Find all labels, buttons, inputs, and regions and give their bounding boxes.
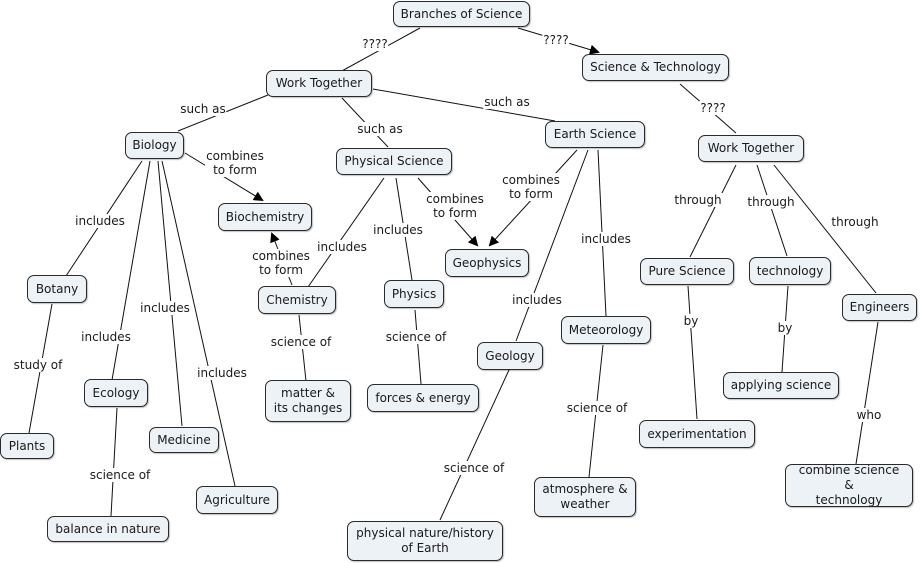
node-physical-science[interactable]: Physical Science [336, 148, 452, 175]
link-label: includes [196, 366, 248, 380]
link-label: includes [74, 214, 126, 228]
edge [372, 88, 556, 122]
link-label: through [673, 193, 723, 207]
edge [307, 177, 385, 288]
node-engineers[interactable]: Engineers [842, 294, 917, 321]
link-label: ???? [542, 33, 570, 47]
link-label: includes [80, 330, 132, 344]
link-label: science of [384, 330, 448, 344]
edge [111, 160, 151, 381]
link-label: includes [372, 223, 424, 237]
node-geophysics[interactable]: Geophysics [445, 249, 529, 277]
node-meteorology[interactable]: Meteorology [561, 316, 651, 344]
node-matter-changes[interactable]: matter & its changes [265, 380, 351, 422]
edge [687, 285, 698, 420]
node-chemistry[interactable]: Chemistry [258, 286, 336, 314]
link-label: includes [139, 301, 191, 315]
edge [439, 369, 510, 521]
node-botany[interactable]: Botany [27, 275, 87, 303]
link-label: by [776, 321, 794, 335]
link-label: study of [12, 358, 64, 372]
link-label: includes [511, 293, 563, 307]
node-physical-nature-history[interactable]: physical nature/history of Earth [347, 521, 503, 561]
node-balance-in-nature[interactable]: balance in nature [47, 516, 169, 542]
link-label: ???? [699, 101, 727, 115]
link-label: includes [580, 232, 632, 246]
node-experimentation[interactable]: experimentation [639, 420, 755, 448]
node-applying-science[interactable]: applying science [723, 372, 839, 399]
node-plants[interactable]: Plants [0, 433, 54, 459]
link-label: such as [356, 122, 404, 136]
node-science-technology[interactable]: Science & Technology [582, 54, 729, 81]
node-work-together-left[interactable]: Work Together [266, 70, 372, 97]
node-combine-science-technology[interactable]: combine science & technology [785, 463, 913, 507]
node-work-together-right[interactable]: Work Together [698, 135, 804, 162]
node-ecology[interactable]: Ecology [84, 379, 148, 407]
edge [414, 309, 422, 385]
node-medicine[interactable]: Medicine [149, 427, 219, 453]
edge [773, 164, 877, 294]
node-earth-science[interactable]: Earth Science [545, 121, 645, 148]
node-forces-energy[interactable]: forces & energy [367, 384, 479, 412]
node-atmosphere-weather[interactable]: atmosphere & weather [534, 477, 636, 517]
link-label: science of [565, 401, 629, 415]
edge [161, 160, 236, 487]
node-pure-science[interactable]: Pure Science [640, 258, 734, 285]
node-agriculture[interactable]: Agriculture [196, 486, 278, 514]
link-label: combines to form [425, 192, 485, 220]
link-label: includes [316, 240, 368, 254]
link-label: such as [179, 102, 227, 116]
link-label: combines to form [501, 173, 561, 201]
link-label: combines to form [205, 149, 265, 177]
link-label: science of [442, 461, 506, 475]
edge [855, 321, 879, 465]
link-label: ???? [361, 37, 389, 51]
link-label: who [855, 408, 883, 422]
link-label: by [682, 314, 700, 328]
edge [756, 164, 788, 257]
node-physics[interactable]: Physics [384, 280, 444, 308]
link-label: science of [269, 335, 333, 349]
node-branches-of-science[interactable]: Branches of Science [393, 1, 530, 27]
edge [515, 149, 589, 342]
edge [157, 160, 183, 427]
link-label: combines to form [251, 249, 311, 277]
edge [110, 407, 118, 517]
link-label: through [746, 195, 796, 209]
link-label: science of [88, 468, 152, 482]
node-technology[interactable]: technology [749, 257, 831, 285]
node-geology[interactable]: Geology [477, 342, 543, 370]
edge [689, 164, 737, 258]
node-biochemistry[interactable]: Biochemistry [218, 203, 312, 231]
link-label: through [830, 215, 880, 229]
link-label: such as [483, 95, 531, 109]
node-biology[interactable]: Biology [125, 132, 184, 159]
